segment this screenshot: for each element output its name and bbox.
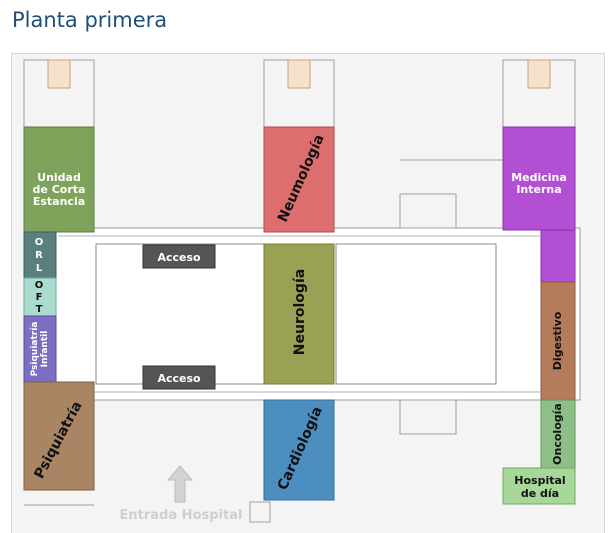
zone-neumologia[interactable]: Neumología xyxy=(263,126,335,233)
zone-oft-label-0: O xyxy=(35,280,44,291)
zone-oft[interactable]: O F T xyxy=(23,277,57,317)
zone-psiquiatria[interactable]: Psiquiatría xyxy=(23,381,95,491)
page-title: Planta primera xyxy=(12,8,168,32)
zone-medint-label-1: Interna xyxy=(516,183,561,196)
zone-orl[interactable]: O R L xyxy=(23,231,57,279)
zone-orl-label-0: O xyxy=(35,237,44,248)
acceso-marker-top: Acceso xyxy=(142,244,216,269)
zone-ucl[interactable]: Unidad de Corta Estancia xyxy=(23,126,95,233)
zone-ucl-label-1: de Corta xyxy=(33,183,86,196)
zone-hdia-label-0: Hospital xyxy=(514,474,565,487)
zone-medint-label-0: Medicina xyxy=(511,171,567,184)
entrance-arrow-icon xyxy=(166,465,194,503)
zone-oncologia[interactable]: Oncología xyxy=(540,399,576,469)
zone-ucl-label-2: Estancia xyxy=(33,195,85,208)
zone-digestivo[interactable]: Digestivo xyxy=(540,281,576,401)
acceso-label-top: Acceso xyxy=(157,251,201,264)
zone-hdia-label-1: de día xyxy=(521,487,559,500)
zone-psiq-inf-label-0: Psiquiatría xyxy=(30,322,40,377)
entrance-label: Entrada Hospital xyxy=(120,508,243,523)
zone-oft-label-1: F xyxy=(36,292,43,303)
zone-orl-label-1: R xyxy=(35,250,43,261)
zone-ucl-label-0: Unidad xyxy=(37,171,81,184)
acceso-marker-bottom: Acceso xyxy=(142,365,216,390)
zone-digest-label: Digestivo xyxy=(551,311,564,370)
zone-medicina-interna[interactable]: Medicina Interna xyxy=(502,126,576,283)
zone-oft-label-2: T xyxy=(36,304,43,315)
zone-orl-label-2: L xyxy=(36,263,43,274)
zone-neuro-label: Neurología xyxy=(292,269,308,355)
acceso-label-bottom: Acceso xyxy=(157,372,201,385)
zone-neurologia[interactable]: Neurología xyxy=(263,243,335,385)
zone-psiq-inf-label-1: Infantil xyxy=(40,331,50,368)
zone-cardiologia[interactable]: Cardiología xyxy=(263,399,335,501)
zone-psiquiatria-infantil[interactable]: Psiquiatría Infantil xyxy=(23,315,57,383)
zone-hospital-de-dia[interactable]: Hospital de día xyxy=(502,467,576,505)
zone-onco-label: Oncología xyxy=(551,403,564,465)
